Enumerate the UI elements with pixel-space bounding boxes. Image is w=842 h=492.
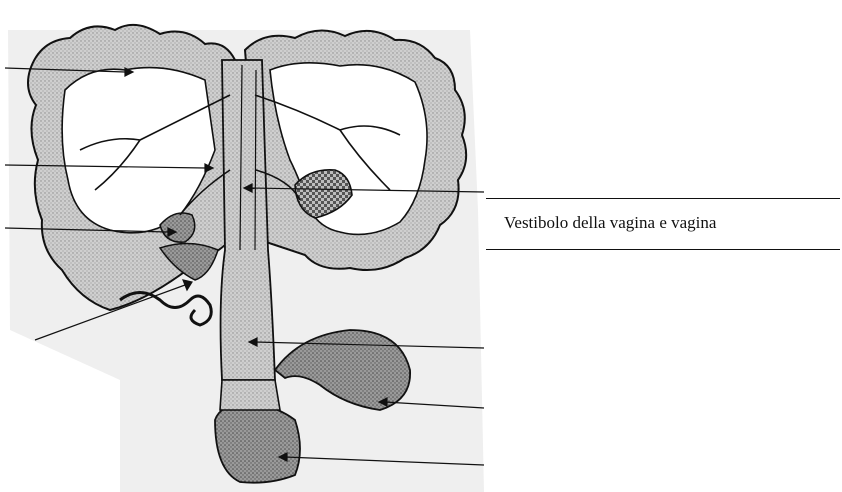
structure-label: Vestibolo della vagina e vagina	[504, 213, 716, 233]
lower-sac	[215, 402, 300, 483]
label-box: Vestibolo della vagina e vagina	[486, 198, 840, 250]
sac-neck	[220, 380, 280, 410]
